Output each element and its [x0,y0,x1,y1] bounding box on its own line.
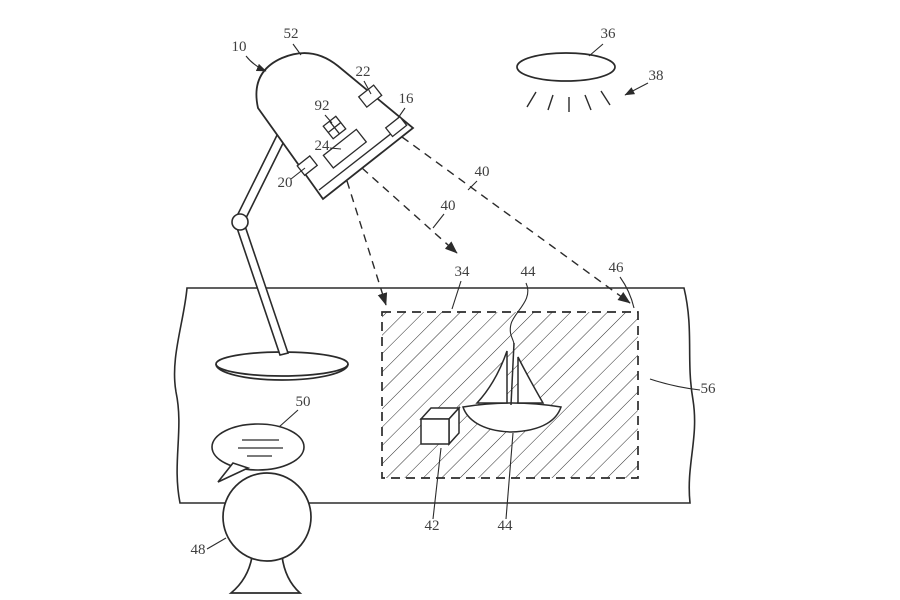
beam-middle [361,167,458,254]
ceiling-light-body [516,52,616,82]
beam-left [346,180,388,306]
leader-40-upper [467,180,478,191]
lamp-arm-lower [234,222,290,356]
desk-lamp [215,52,415,381]
lamp-base-bottom [215,363,349,381]
ref-label-44-top: 44 [521,264,537,280]
leader-56 [649,378,701,391]
ref-label-52: 52 [284,26,299,42]
leader-44-top [509,282,529,347]
ref-label-42: 42 [425,518,440,534]
speech-bubble-body [211,423,305,471]
speech-bubble-tail [217,462,251,483]
ceiling-light [516,52,616,112]
leader-42 [432,447,442,520]
ref-label-16: 16 [399,91,415,107]
leader-50 [278,409,299,428]
ref-label-56: 56 [701,381,717,397]
leader-10 [245,55,267,72]
speech-bubble [211,423,305,483]
crosshair-92 [322,115,347,140]
ref-label-10: 10 [232,39,247,55]
lamp-base-top [215,351,349,377]
person [222,472,312,594]
lamp-head-modules [296,84,408,177]
leader-44-bottom [505,432,514,520]
sailboat-image [462,342,562,433]
ceiling-light-rays [526,90,611,112]
sailboat-mast [510,342,515,406]
projection-area [381,311,639,479]
leader-40-lower [432,213,445,229]
leader-16 [397,107,406,119]
ref-label-92: 92 [315,98,330,114]
cube-image [419,406,461,446]
module-24 [322,128,368,169]
leader-48 [206,537,227,550]
leader-38 [624,82,649,96]
leader-52 [292,43,302,56]
table-outline [173,287,696,504]
ref-label-36: 36 [601,26,617,42]
ref-label-46: 46 [609,260,625,276]
person-head [222,472,312,562]
module-16 [384,115,408,138]
projection-area-hatch [382,312,638,478]
sailboat-sail-left [475,350,508,404]
table-surface [173,287,696,504]
leader-22 [363,80,372,95]
person-body [228,555,303,594]
leader-lines [206,43,701,550]
sailboat-sail-right [517,356,545,404]
cube-front-face [420,418,450,445]
projection-area-border [381,311,639,479]
ref-label-38: 38 [649,68,664,84]
ref-label-48: 48 [191,542,206,558]
leader-36 [588,43,604,57]
reference-labels: 10 52 22 16 92 24 20 40 40 36 38 34 44 4… [191,26,717,558]
ref-label-24: 24 [315,138,331,154]
ref-label-20: 20 [278,175,293,191]
speech-bubble-text-lines [238,439,283,457]
ref-label-50: 50 [296,394,311,410]
projection-beams [346,136,631,306]
leader-20 [290,167,306,180]
leader-24 [329,147,342,150]
ref-label-34: 34 [455,264,471,280]
ref-label-40-lower: 40 [441,198,456,214]
leader-92 [324,114,333,124]
beam-right [401,136,631,304]
ref-label-44-bottom: 44 [498,518,514,534]
ref-label-22: 22 [356,64,371,80]
module-22 [357,84,383,109]
lamp-elbow-joint [231,213,249,231]
ref-label-40-upper: 40 [475,164,490,180]
leader-34 [451,280,462,310]
leader-46 [619,276,635,309]
